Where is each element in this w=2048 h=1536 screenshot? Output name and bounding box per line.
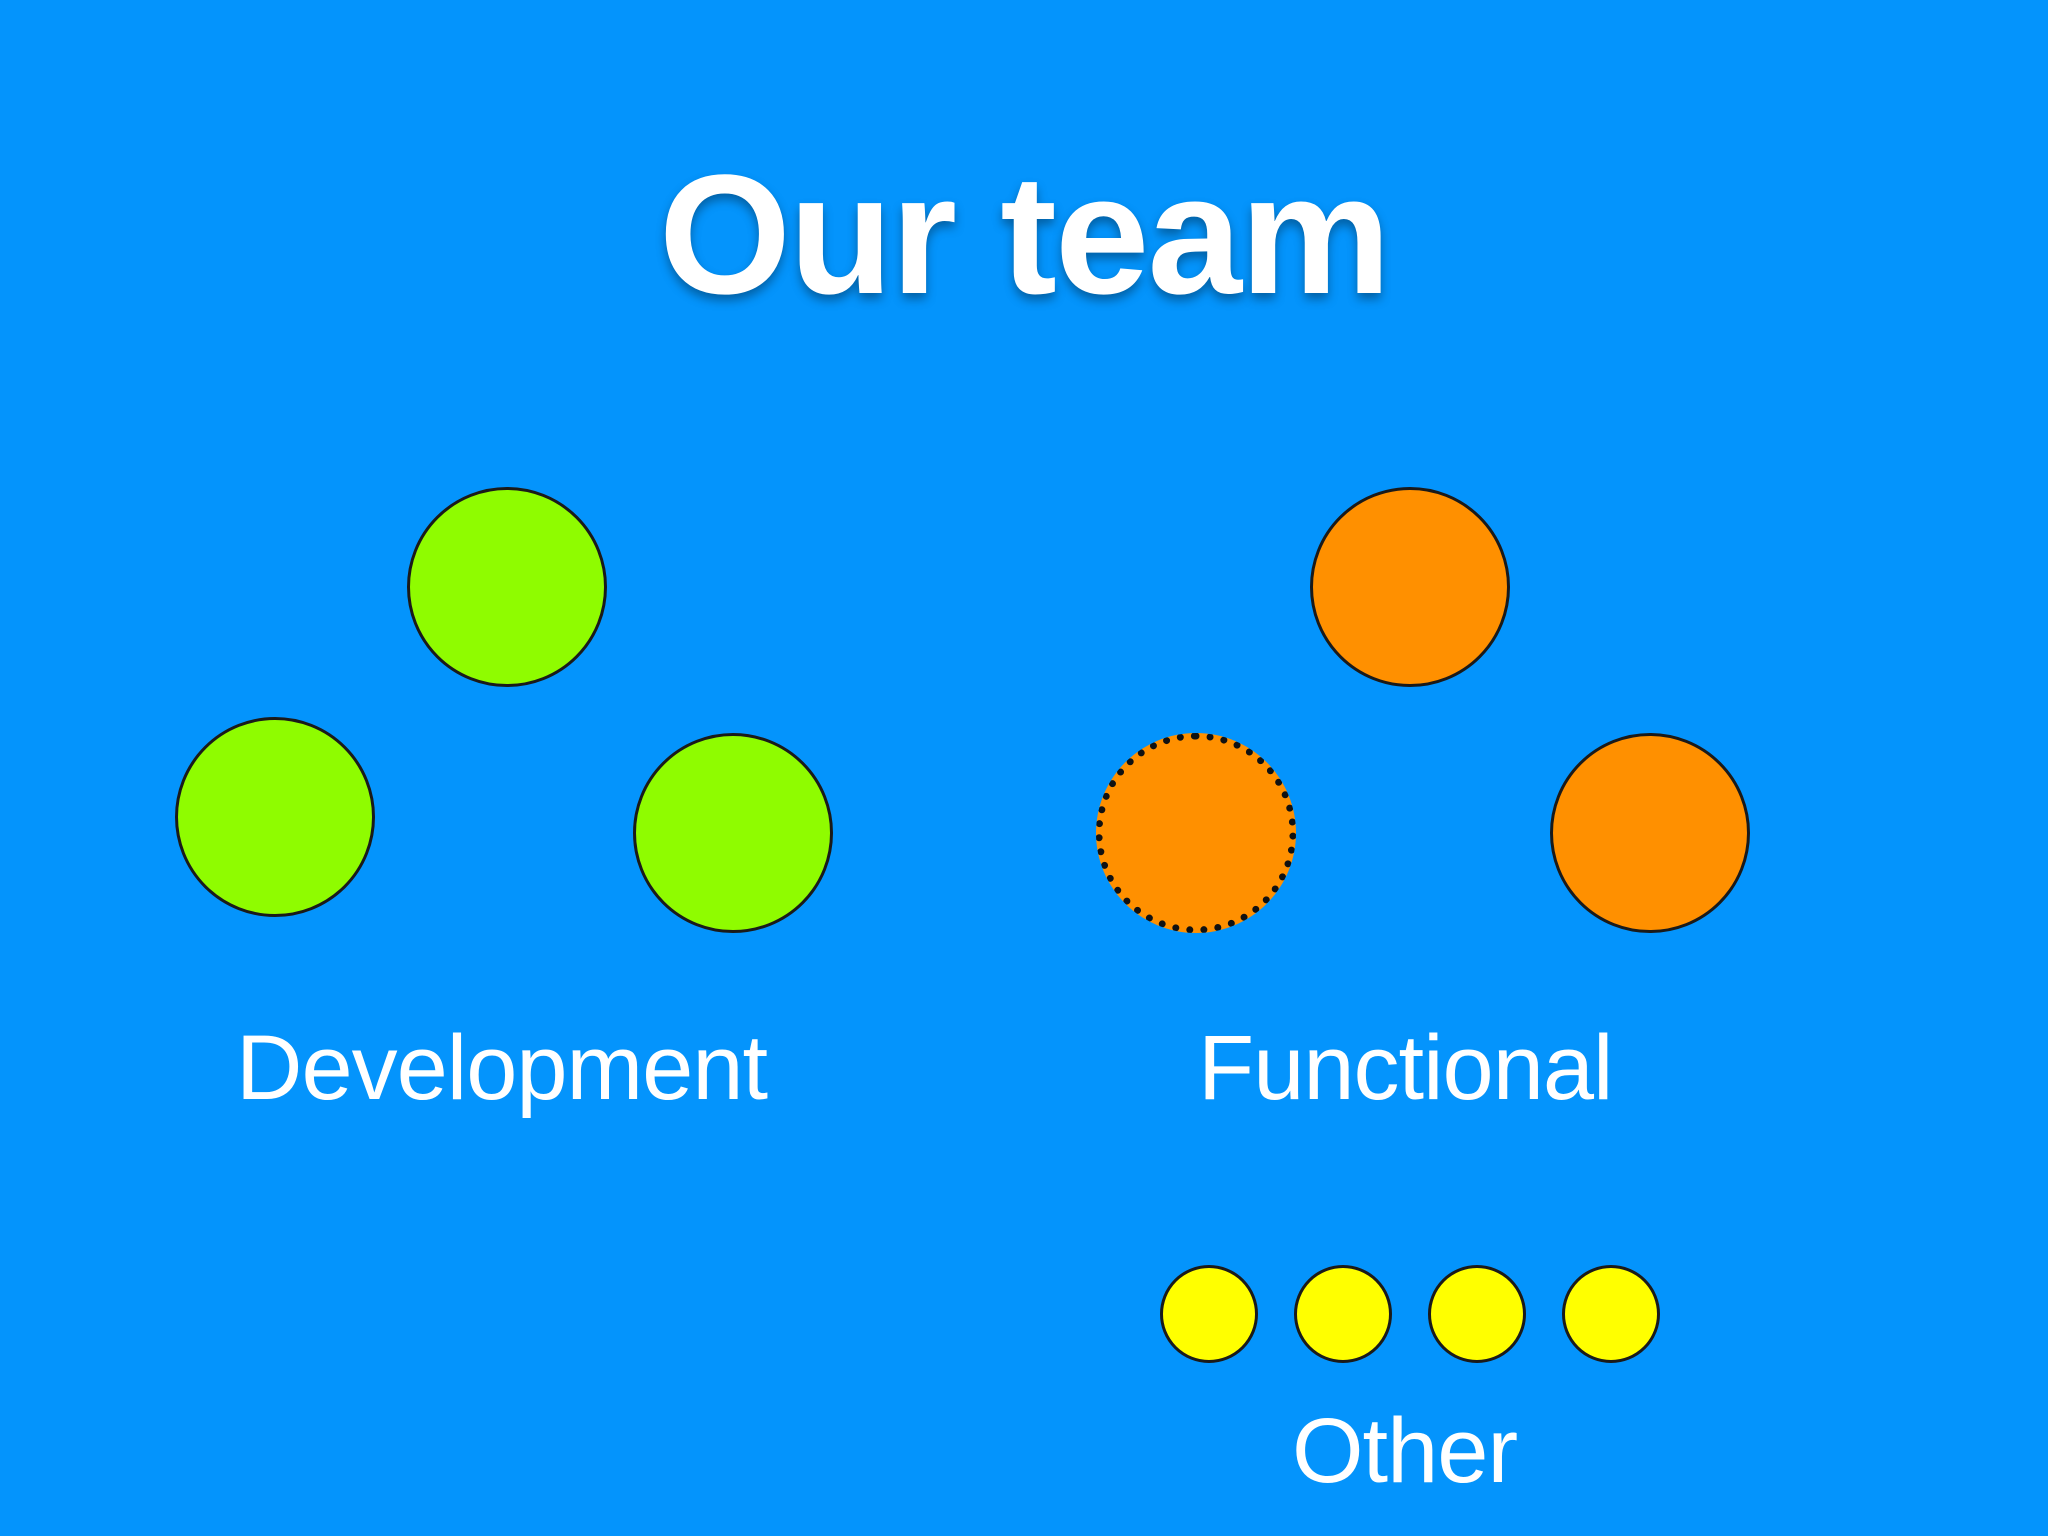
- functional-member-circle-dotted: [1096, 733, 1296, 933]
- development-label: Development: [236, 1017, 768, 1119]
- other-label: Other: [1292, 1400, 1518, 1502]
- other-member-circle: [1160, 1265, 1258, 1363]
- other-member-circle: [1294, 1265, 1392, 1363]
- functional-member-circle: [1310, 487, 1510, 687]
- other-member-circle: [1562, 1265, 1660, 1363]
- development-member-circle: [175, 717, 375, 917]
- development-member-circle: [407, 487, 607, 687]
- slide-title: Our team: [658, 140, 1391, 330]
- functional-member-circle: [1550, 733, 1750, 933]
- other-member-circle: [1428, 1265, 1526, 1363]
- functional-label: Functional: [1198, 1017, 1613, 1119]
- development-member-circle: [633, 733, 833, 933]
